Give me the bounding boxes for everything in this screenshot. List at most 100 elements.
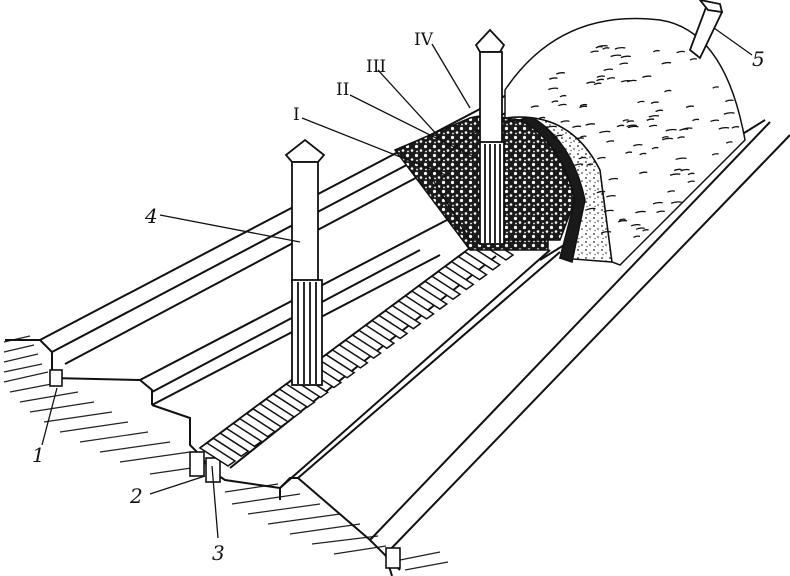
mound-dash [572,125,582,129]
mound-dash [596,190,606,194]
mound-dash [553,151,563,154]
mound-dash [595,45,603,49]
mound-dash [670,201,682,204]
mound-dash [630,223,641,227]
mound-dash [579,103,588,107]
label-2: 2 [129,484,143,508]
mound-dash [620,55,631,59]
grate-slat [357,324,396,350]
mound-dash [680,168,690,172]
mound-dash [725,99,734,103]
mound-dash [574,163,584,166]
mound-dash [646,118,655,121]
mound-dash [530,105,539,108]
mound-dash [626,124,637,128]
mound-dash [603,209,614,213]
mound-dash [712,86,720,89]
mound-dash [652,49,660,53]
drain-grate [198,236,515,469]
mound-dash [661,61,672,65]
mound-dash [619,62,629,66]
grate-slat [251,402,290,428]
grate-slat [383,304,422,330]
mound-dash [669,173,681,176]
grate-slat [317,353,356,379]
mound-dash [685,105,695,108]
grate-slat [450,255,488,281]
mound-dash [731,126,740,129]
label-layer-II: II [336,80,349,100]
mound-dash [692,118,700,122]
mound-dash [579,135,587,138]
soil-mound-texture [530,44,740,239]
mound-dash [558,103,567,107]
ground-hatching-left [3,335,449,571]
mound-dash [673,168,682,172]
mound-dash [667,190,675,193]
grate-slat [211,432,250,458]
vent-pipe [688,0,724,60]
grate-slat [278,383,316,409]
mound-dash [559,94,567,98]
mound-dash [610,54,622,58]
mound-dash [650,101,659,104]
label-1: 1 [32,443,45,467]
post-right [474,28,506,245]
grate-slat [264,393,303,418]
mound-dash [648,124,658,128]
mound-dash [596,75,605,78]
mound-dash [596,78,605,82]
mound-dash [617,219,628,223]
mound-dash [590,50,599,54]
mound-dash [614,46,626,50]
mound-dash [633,235,641,239]
mound-dash [606,140,615,143]
mound-dash [545,125,557,129]
mound-dash [622,119,630,122]
mound-dash [723,112,735,115]
mound-dash [579,105,588,109]
mound-dash [639,152,647,156]
post-left [284,138,326,386]
label-layer-I: I [293,105,300,125]
mound-dash [560,120,570,123]
mound-dash [661,136,669,139]
mound-dash [579,156,587,160]
filter-layers [393,17,746,266]
label-5: 5 [752,47,765,71]
mound-dash [639,171,648,175]
grate-slat [331,343,369,369]
mound-dash [627,125,639,129]
mound-dash [677,136,685,139]
mound-dash [593,82,602,86]
mound-dash [665,128,677,132]
mound-dash [710,119,720,123]
mound-dash [606,77,616,80]
mound-dash [687,172,695,176]
mound-dash [648,115,660,118]
mound-dash [626,79,637,83]
mound-dash [652,201,663,205]
mound-dash [656,210,665,214]
mound-dash [586,81,596,84]
mound-dash [711,153,719,156]
grate-slat [225,422,263,448]
mound-dash [586,207,596,211]
mound-dash [655,109,664,113]
grate-slat [423,275,462,301]
mound-dash [642,75,652,78]
grate-slat [410,285,449,310]
grate-slat [344,334,382,360]
mound-dash [586,163,594,166]
grate-slat [397,294,435,320]
mound-dash [554,134,563,138]
mound-dash [675,157,687,161]
mound-dash [651,146,659,150]
mound-dash [642,229,649,232]
mound-dash [689,58,697,61]
mound-dash [626,120,635,123]
mound-dash [635,210,646,214]
mound-dash [662,137,673,141]
mound-dash [687,180,695,184]
mound-dash [603,68,614,72]
